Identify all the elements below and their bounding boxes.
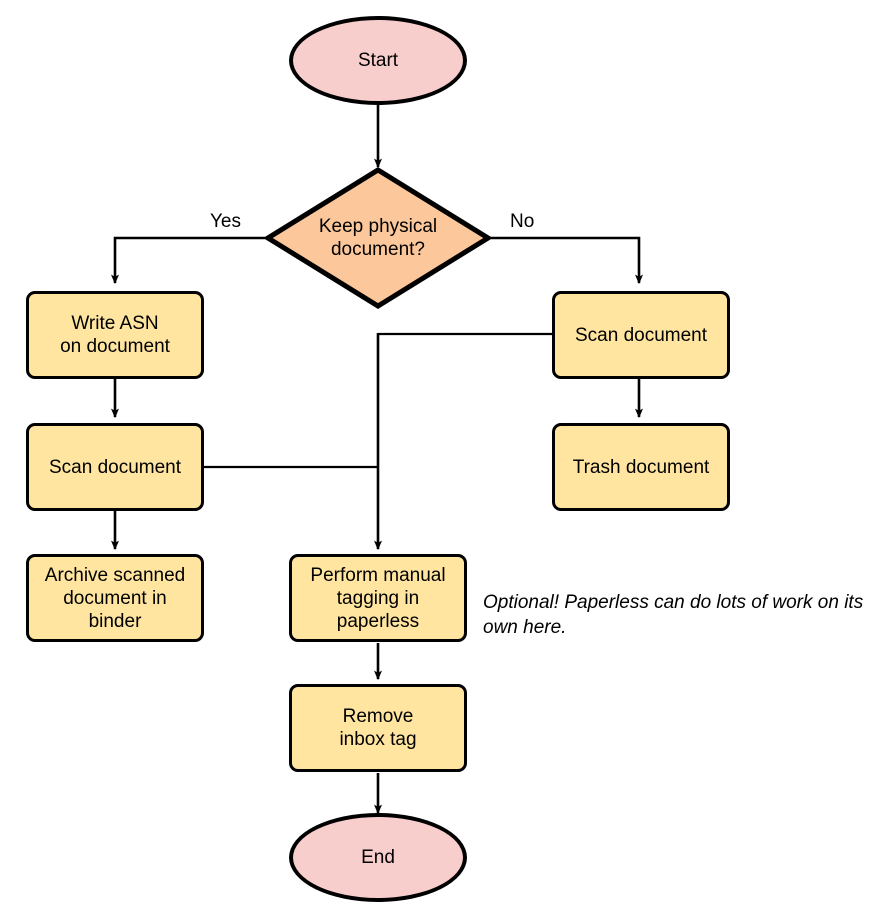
node-write-asn-label: Write ASN on document	[60, 313, 170, 357]
edge-decision-yes-to-write-asn	[111, 236, 265, 285]
node-start-label: Start	[357, 50, 399, 71]
node-scan-right-label: Scan document	[574, 324, 708, 346]
node-tagging-label: Perform manual tagging in paperless	[310, 564, 446, 632]
node-archive-label: Archive scanned document in binder	[44, 564, 186, 632]
node-decision-label: Keep physical document?	[318, 216, 438, 260]
node-scan-document-left[interactable]: Scan document	[26, 423, 204, 511]
node-end-label: End	[361, 847, 395, 868]
annotation-optional-note: Optional! Paperless can do lots of work …	[483, 592, 864, 638]
edge-label-no: No	[510, 211, 535, 232]
edge-decision-no-to-scan-right	[491, 236, 643, 285]
node-archive-scanned-document[interactable]: Archive scanned document in binder	[26, 554, 204, 642]
node-start[interactable]: Start	[289, 16, 467, 105]
node-keep-physical-document[interactable]: Keep physical document?	[265, 167, 491, 309]
node-remove-inbox-label: Remove inbox tag	[339, 706, 417, 750]
node-trash-label: Trash document	[572, 456, 710, 478]
node-remove-inbox-tag[interactable]: Remove inbox tag	[289, 684, 467, 772]
edge-label-yes: Yes	[210, 211, 241, 232]
node-perform-manual-tagging[interactable]: Perform manual tagging in paperless	[289, 554, 467, 642]
node-scan-left-label: Scan document	[48, 456, 182, 478]
diamond-shape	[265, 167, 491, 309]
node-write-asn-on-document[interactable]: Write ASN on document	[26, 291, 204, 379]
node-trash-document[interactable]: Trash document	[552, 423, 730, 511]
node-end[interactable]: End	[289, 813, 467, 902]
node-scan-document-right[interactable]: Scan document	[552, 291, 730, 379]
